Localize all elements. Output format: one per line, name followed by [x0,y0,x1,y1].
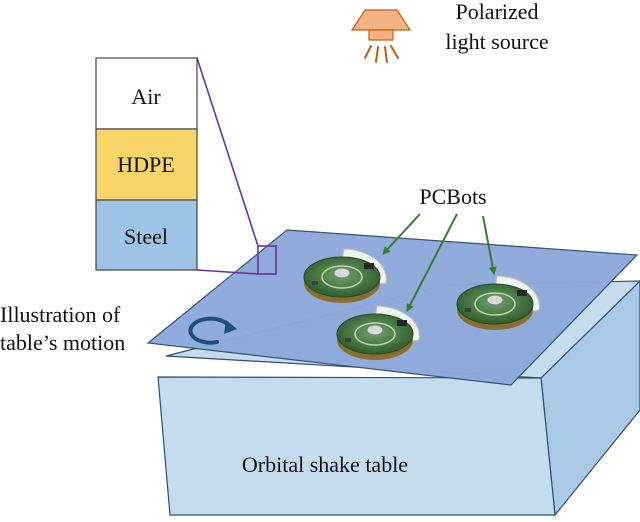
light-rays-icon [364,45,399,63]
pcbot-icon [336,305,420,360]
air-layer [95,57,198,130]
arrow-to-pcbot-1 [382,213,421,255]
pcbot-icon [456,275,540,330]
steel-label: Steel [124,224,168,249]
hdpe-label: HDPE [117,152,174,177]
light-source-label-line1: Polarized [455,0,538,24]
callout-line-top [196,57,259,247]
pcbot-arrows [382,213,497,312]
callout-line-bottom [196,269,259,275]
lamp-icon [350,9,412,41]
table-front-face [157,376,556,516]
pcbots-label: PCBots [419,184,486,209]
table-label: Orbital shake table [242,452,408,477]
steel-layer [95,199,198,271]
callout-square [257,245,277,275]
motion-label-line1: Illustration of [0,302,121,327]
light-source-label-line2: light source [445,29,548,54]
steel-plate [146,229,639,386]
light-source: Polarized light source [350,0,549,63]
motion-label-line2: table’s motion [0,330,125,355]
pcbot-icon [303,248,387,303]
layer-callout [196,57,277,275]
air-label: Air [131,84,161,109]
arrow-to-pcbot-2 [406,213,458,312]
rotation-arrow-icon [188,316,237,345]
arrow-to-pcbot-3 [482,215,497,275]
layer-stack: Air HDPE Steel [95,57,198,271]
